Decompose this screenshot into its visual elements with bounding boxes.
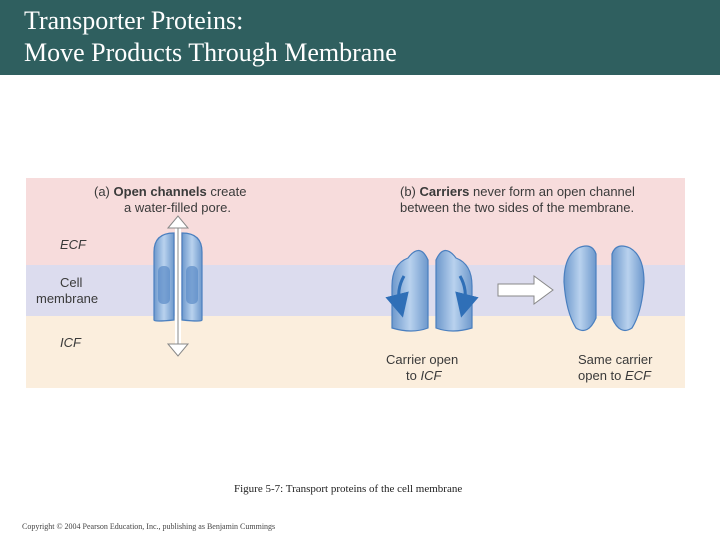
figure-illustration bbox=[153, 215, 645, 357]
carrier-open-to-icf bbox=[385, 249, 479, 332]
panel-b-text-line-2: between the two sides of the membrane. bbox=[400, 200, 635, 215]
carrier-open-ecf-label-line-1: Same carrier bbox=[578, 352, 653, 367]
panel-a-text-line-2: a water-filled pore. bbox=[124, 200, 231, 215]
slide-title-line-2: Move Products Through Membrane bbox=[24, 38, 397, 67]
slide-title-line-1: Transporter Proteins: bbox=[24, 6, 244, 35]
ecf-label: ECF bbox=[60, 237, 86, 252]
transport-proteins-figure: (a) Open channels create a water-filled … bbox=[26, 178, 685, 388]
open-channel-protein bbox=[153, 232, 203, 322]
carrier-open-icf-label-line-2: to ICF bbox=[406, 368, 442, 383]
panel-b-heading: (b) Carriers never form an open channel bbox=[400, 184, 635, 199]
icf-region bbox=[26, 316, 685, 388]
cell-membrane-label-line-2: membrane bbox=[36, 291, 99, 306]
double-headed-arrow bbox=[166, 215, 190, 357]
copyright-notice: Copyright © 2004 Pearson Education, Inc.… bbox=[22, 522, 276, 531]
icf-label: ICF bbox=[60, 335, 81, 350]
title-bar: Transporter Proteins: Move Products Thro… bbox=[0, 0, 720, 75]
panel-a-heading: (a) Open channels create bbox=[94, 184, 247, 199]
transition-arrow bbox=[497, 275, 554, 305]
carrier-open-to-ecf bbox=[563, 245, 645, 331]
figure-caption: Figure 5-7: Transport proteins of the ce… bbox=[234, 483, 463, 495]
carrier-open-ecf-label-line-2: open to ECF bbox=[578, 368, 651, 383]
cell-membrane-label-line-1: Cell bbox=[60, 275, 83, 290]
carrier-open-icf-label-line-1: Carrier open bbox=[386, 352, 459, 367]
